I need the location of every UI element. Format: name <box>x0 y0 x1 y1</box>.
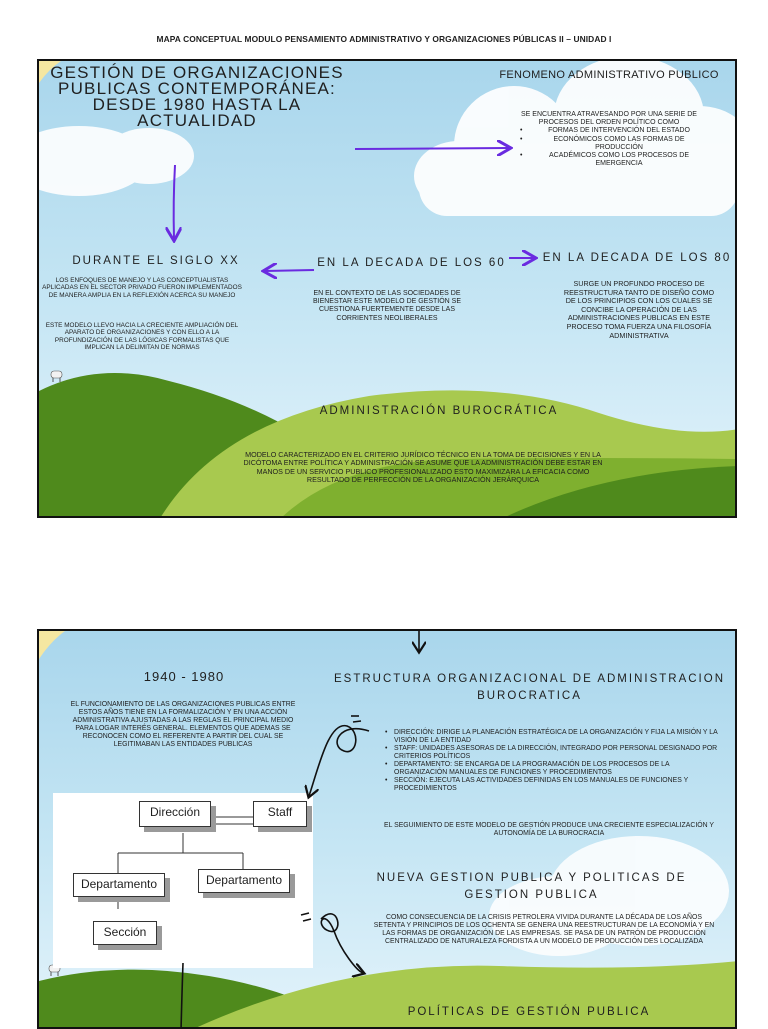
fenomeno-text: SE ENCUENTRA ATRAVESANDO POR UNA SERIE D… <box>509 111 709 168</box>
estructura-item: SECCIÓN: EJECUTA LAS ACTIVIDADES DEFINID… <box>385 777 724 793</box>
org-box-seccion: Sección <box>93 921 157 945</box>
estructura-item: DEPARTAMENTO: SE ENCARGA DE LA PROGRAMAC… <box>385 761 724 777</box>
document-title: MAPA CONCEPTUAL MODULO PENSAMIENTO ADMIN… <box>156 34 612 44</box>
estructura-list: DIRECCIÓN: DIRIGE LA PLANEACIÓN ESTRATÉG… <box>384 729 724 793</box>
main-title: GESTIÓN DE ORGANIZACIONES PUBLICAS CONTE… <box>50 63 344 130</box>
period-text: EL FUNCIONAMIENTO DE LAS ORGANIZACIONES … <box>70 701 296 748</box>
decada-60-text: EN EL CONTEXTO DE LAS SOCIEDADES DE BIEN… <box>312 290 462 322</box>
fenomeno-item: ACADÉMICOS COMO LOS PROCESOS DE EMERGENC… <box>520 152 709 168</box>
period-title: 1940 - 1980 <box>143 669 225 684</box>
org-box-departamento: Departamento <box>73 873 165 897</box>
estructura-title: ESTRUCTURA ORGANIZACIONAL DE ADMINISTRAC… <box>334 673 725 702</box>
sheep-icon <box>48 964 61 976</box>
nueva-gestion-text: COMO CONSECUENCIA DE LA CRISIS PETROLERA… <box>373 914 715 945</box>
org-box-staff: Staff <box>253 801 307 827</box>
fenomeno-title: FENOMENO ADMINISTRATIVO PUBLICO <box>499 69 719 81</box>
siglo-xx-title: DURANTE EL SIGLO XX <box>72 255 240 267</box>
sheep-icon <box>50 370 63 382</box>
org-chart: Dirección Staff Departamento Departament… <box>53 793 313 968</box>
estructura-item: DIRECCIÓN: DIRIGE LA PLANEACIÓN ESTRATÉG… <box>385 729 724 745</box>
decada-60-title: EN LA DECADA DE LOS 60 <box>317 257 506 269</box>
slide-background <box>39 631 735 1027</box>
fenomeno-item: FORMAS DE INTERVENCIÓN DEL ESTADO <box>520 127 709 135</box>
concept-map-slide-2: 1940 - 1980 EL FUNCIONAMIENTO DE LAS ORG… <box>37 629 737 1029</box>
org-box-direccion: Dirección <box>139 801 211 827</box>
estructura-note: EL SEGUIMIENTO DE ESTE MODELO DE GESTIÓN… <box>384 822 714 837</box>
fenomeno-intro: SE ENCUENTRA ATRAVESANDO POR UNA SERIE D… <box>521 111 697 127</box>
nueva-gestion-title: NUEVA GESTION PUBLICA Y POLITICAS DE GES… <box>376 872 687 901</box>
burocratica-title: ADMINISTRACIÓN BUROCRÁTICA <box>319 405 559 417</box>
siglo-xx-text-2: ESTE MODELO LLEVO HACIA LA CRECIENTE AMP… <box>45 322 239 352</box>
concept-map-slide-1: GESTIÓN DE ORGANIZACIONES PUBLICAS CONTE… <box>37 59 737 518</box>
decada-80-text: SURGE UN PROFUNDO PROCESO DE REESTRUCTUR… <box>563 279 715 340</box>
politicas-title: POLÍTICAS DE GESTIÓN PUBLICA <box>407 1006 651 1018</box>
burocratica-text: MODELO CARACTERIZADO EN EL CRITERIO JURÍ… <box>243 450 603 485</box>
estructura-item: STAFF: UNIDADES ASESORAS DE LA DIRECCIÓN… <box>385 745 724 761</box>
fenomeno-item: ECONÓMICOS COMO LAS FORMAS DE PRODUCCIÓN <box>520 136 709 152</box>
siglo-xx-text-1: LOS ENFOQUES DE MANEJO Y LAS CONCEPTUALI… <box>42 277 242 299</box>
decada-80-title: EN LA DECADA DE LOS 80 <box>542 252 732 264</box>
org-box-departamento: Departamento <box>198 869 290 893</box>
